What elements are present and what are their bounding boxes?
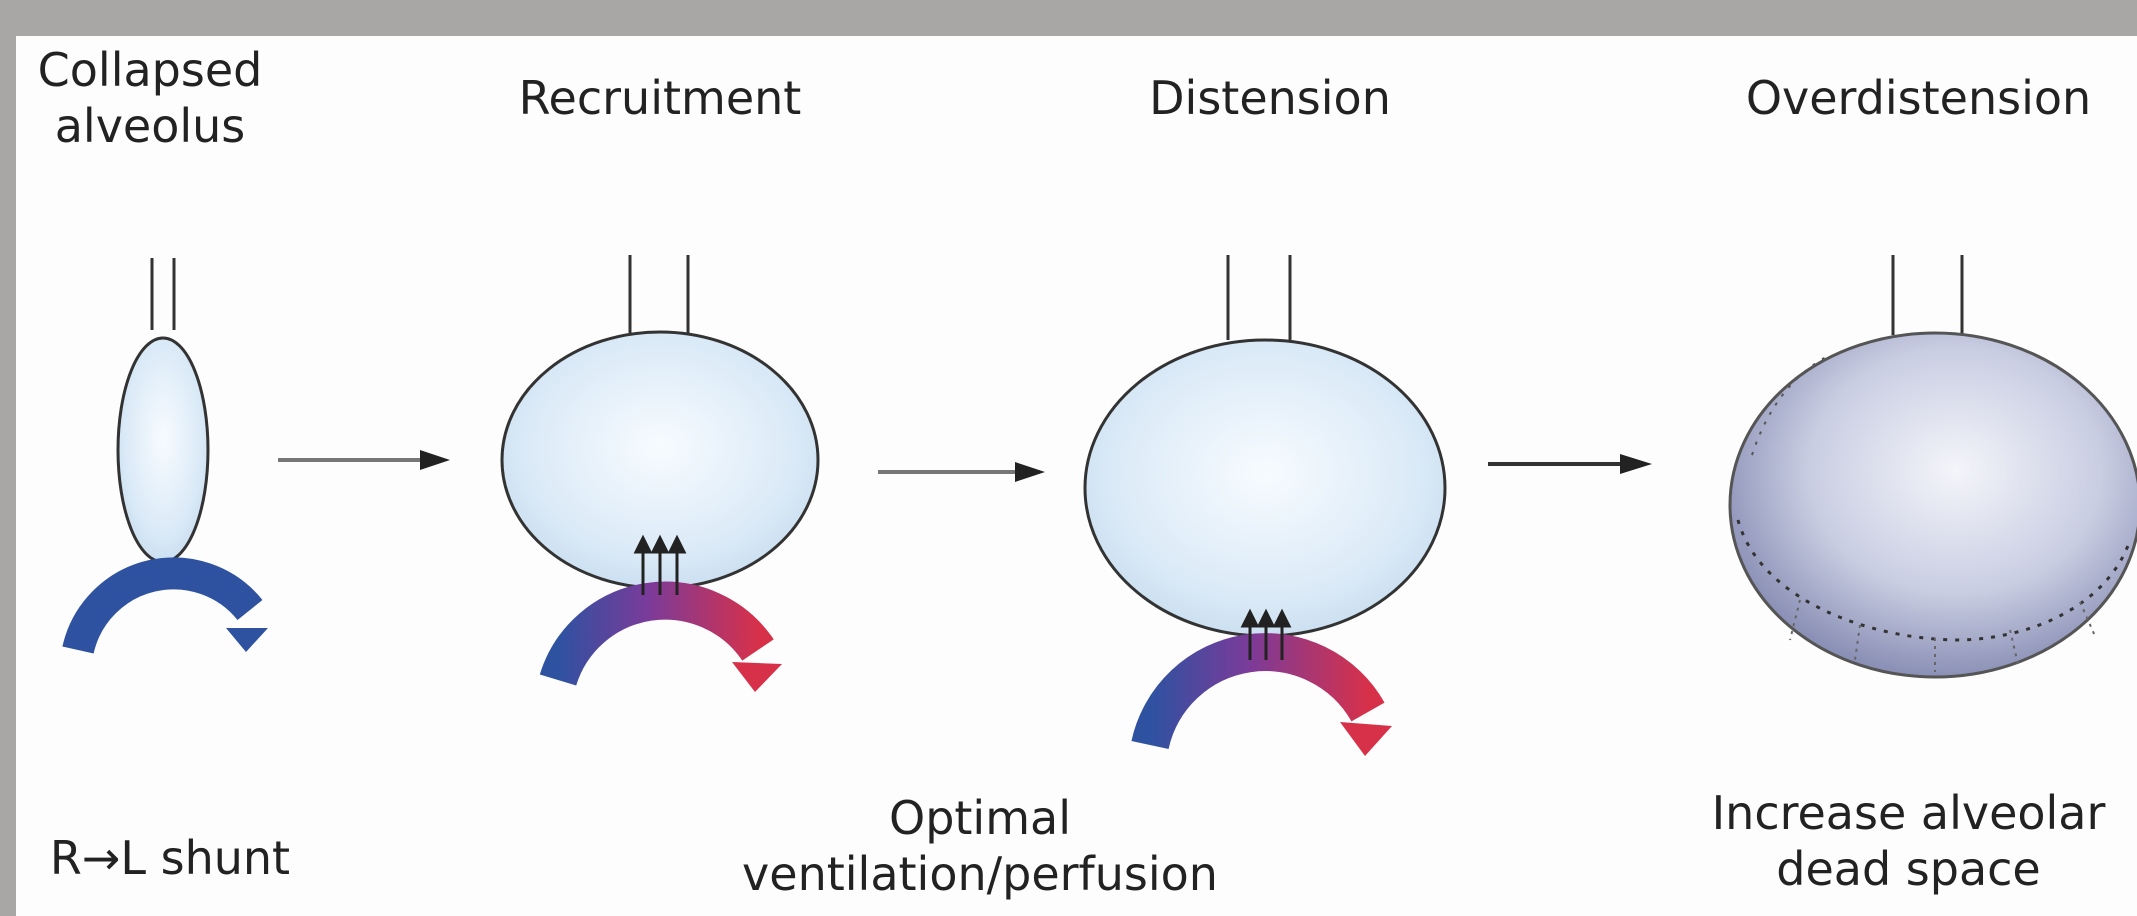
overdistension-alveolus: [1730, 255, 2137, 677]
recruitment-gas-exchange-arrows: [636, 538, 684, 595]
collapsed-alveolus: [78, 258, 268, 652]
transition-arrow-2: [878, 462, 1045, 482]
recruitment-alveolus: [502, 255, 818, 692]
recruitment-blood-vessel: [558, 601, 758, 680]
overdistension-sac: [1730, 333, 2137, 677]
distension-sac: [1085, 340, 1445, 636]
transition-arrow-1: [278, 450, 450, 470]
distension-blood-vessel: [1150, 652, 1368, 745]
distension-blood-arrowhead: [1340, 722, 1392, 756]
distension-gas-exchange-arrows: [1243, 612, 1289, 660]
collapsed-blood-vessel: [78, 573, 250, 650]
recruitment-blood-arrowhead: [732, 662, 782, 692]
distension-alveolus: [1085, 255, 1445, 756]
collapsed-sac: [118, 338, 208, 562]
transition-arrow-3: [1488, 454, 1652, 474]
collapsed-blood-arrowhead: [226, 628, 268, 652]
